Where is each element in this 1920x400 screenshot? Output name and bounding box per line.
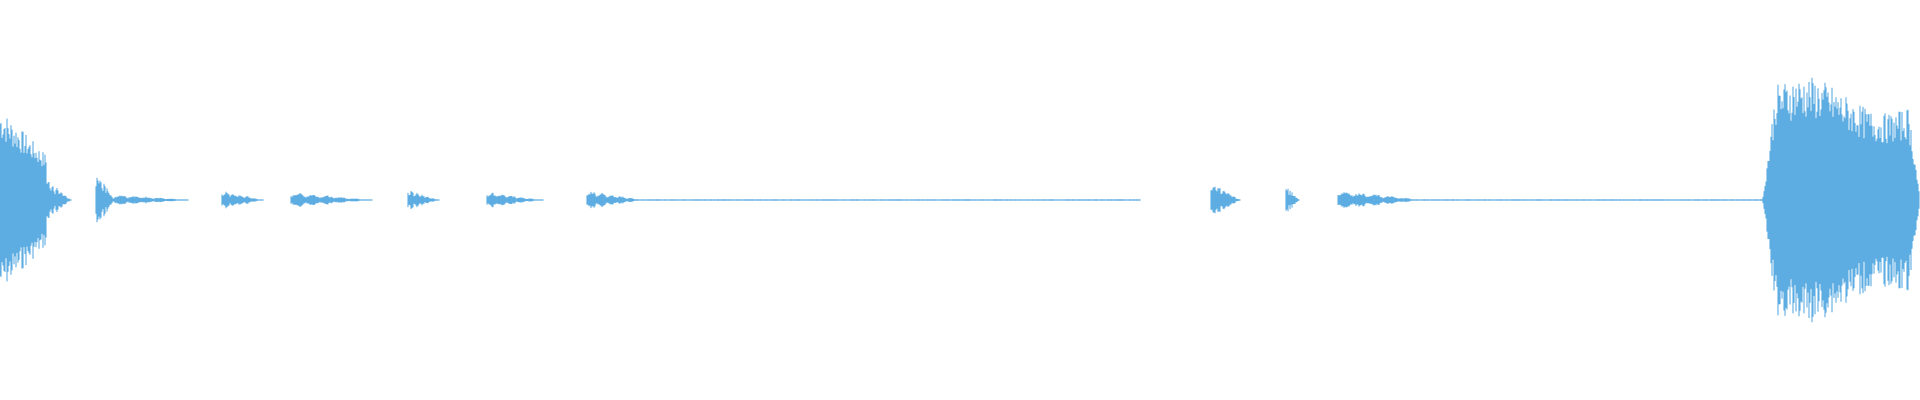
waveform-segment-23 [1761,77,1920,323]
waveform-segment-19 [1285,188,1300,212]
waveform-segment-17 [1210,186,1241,214]
waveform-segment-15 [642,199,1141,201]
waveform-segment-12 [486,192,544,208]
waveform-segment-22 [1423,199,1763,201]
waveform-segment-4 [114,195,189,205]
waveform-segment-10 [407,191,440,209]
waveform-segment-3 [95,177,116,223]
waveform-segment-1 [45,182,72,218]
waveform-segment-21 [1337,192,1425,208]
waveform-segment-8 [290,193,373,207]
waveform-segment-6 [221,191,264,209]
waveform-segment-0 [0,118,47,282]
waveform-segment-14 [586,191,644,209]
